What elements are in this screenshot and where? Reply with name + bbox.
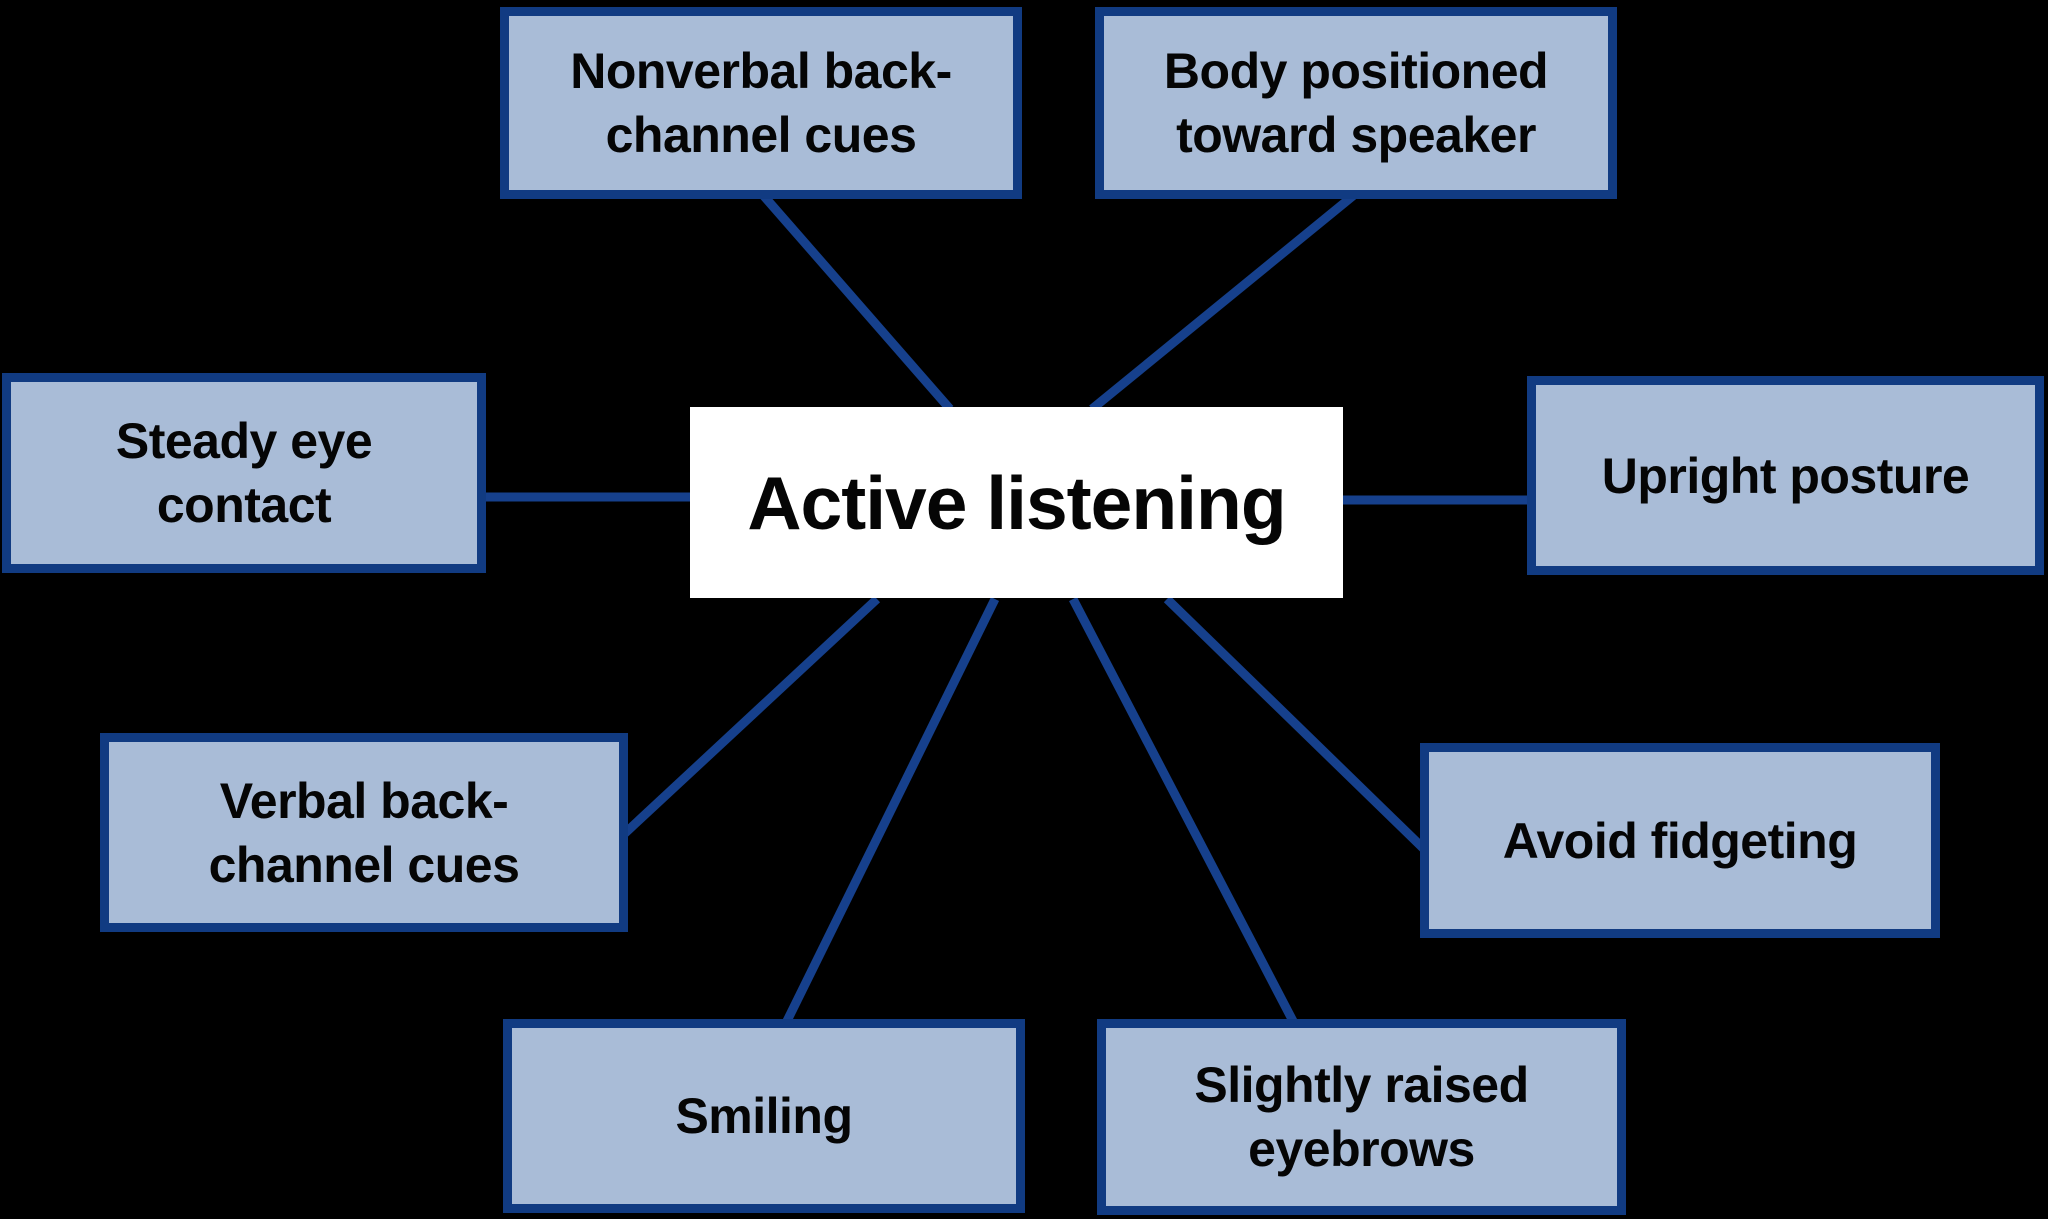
connector-eyebrows [1069, 596, 1298, 1026]
connector-avoid [1163, 595, 1429, 854]
node-nonverbal-back-channel-cues: Nonverbal back- channel cues [500, 7, 1022, 199]
connector-smiling [781, 597, 1000, 1025]
node-upright-posture: Upright posture [1527, 376, 2044, 575]
node-slightly-raised-eyebrows: Slightly raised eyebrows [1097, 1019, 1626, 1215]
node-verbal-back-channel-cues: Verbal back- channel cues [100, 733, 628, 932]
node-center-active-listening: Active listening [690, 407, 1343, 598]
node-body-positioned-toward-speaker: Body positioned toward speaker [1095, 7, 1617, 199]
node-steady-eye-contact: Steady eye contact [2, 373, 486, 573]
connector-verbal [618, 595, 881, 840]
node-smiling: Smiling [503, 1019, 1025, 1213]
node-avoid-fidgeting: Avoid fidgeting [1420, 743, 1940, 938]
connector-nonverbal [759, 192, 954, 412]
connector-body [1089, 191, 1357, 413]
